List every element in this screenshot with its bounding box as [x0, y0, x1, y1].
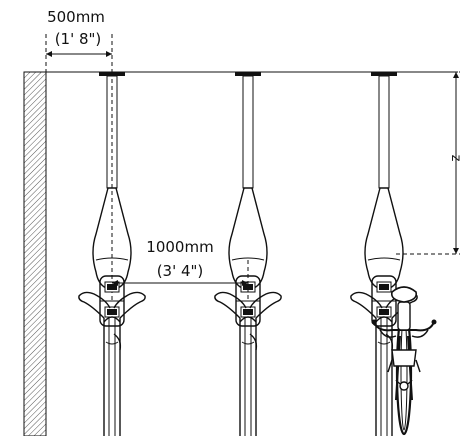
wall-offset-imperial: (1' 8") [55, 30, 102, 48]
spacing-metric: 1000mm [146, 238, 213, 256]
height-dimension: z [396, 71, 463, 255]
height-marker: z [448, 155, 463, 162]
spacing-imperial: (3' 4") [157, 262, 204, 280]
wall-offset-dimension: 500mm (1' 8") [45, 8, 113, 300]
ceiling-unit-2 [228, 71, 268, 327]
spacing-dimension: 1000mm (3' 4") [112, 238, 249, 300]
bicycle-front-view [371, 286, 437, 436]
wall [23, 71, 47, 436]
wall-offset-metric: 500mm [47, 8, 105, 26]
